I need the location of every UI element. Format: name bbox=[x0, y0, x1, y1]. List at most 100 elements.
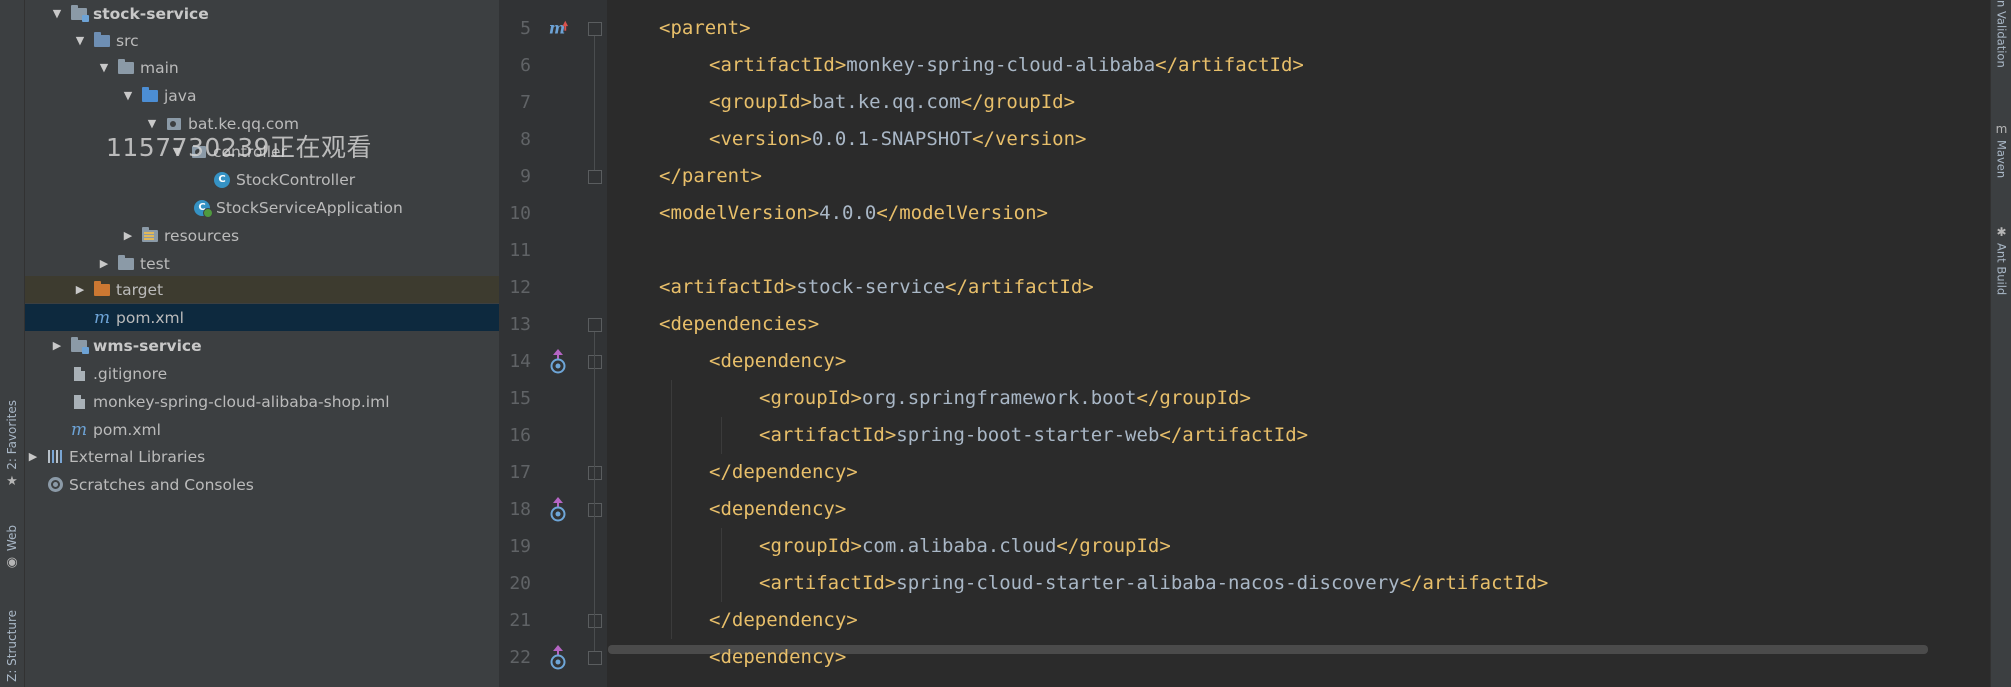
xml-tag: </groupId> bbox=[960, 91, 1076, 113]
line-number: 13 bbox=[509, 314, 531, 335]
expand-arrow-icon[interactable]: ▼ bbox=[172, 145, 182, 158]
code-line[interactable]: <groupId>org.springframework.boot</group… bbox=[759, 380, 1251, 417]
fold-marker-icon[interactable] bbox=[588, 22, 602, 36]
code-line[interactable]: <groupId>com.alibaba.cloud</groupId> bbox=[759, 528, 1171, 565]
code-line[interactable]: <dependency> bbox=[709, 639, 846, 676]
xml-value: bat.ke.qq.com bbox=[811, 91, 961, 113]
tree-item-external-libraries[interactable]: ▶ External Libraries bbox=[25, 443, 499, 470]
expand-arrow-icon[interactable]: ▼ bbox=[123, 89, 133, 102]
line-number: 8 bbox=[520, 129, 531, 150]
validation-tab[interactable]: n Validation bbox=[1991, 0, 2011, 68]
tree-item-wms-service[interactable]: ▶ wms-service bbox=[25, 332, 499, 359]
ant-build-tab[interactable]: ✱ Ant Build bbox=[1991, 225, 2011, 295]
tree-item-java[interactable]: ▼ java bbox=[25, 82, 499, 109]
xml-tag: </dependency> bbox=[709, 461, 858, 483]
tree-item-scratches[interactable]: Scratches and Consoles bbox=[25, 471, 499, 498]
xml-tag: </artifactId> bbox=[1159, 424, 1309, 446]
code-line[interactable]: <artifactId>monkey-spring-cloud-alibaba<… bbox=[709, 47, 1304, 84]
code-line[interactable]: <groupId>bat.ke.qq.com</groupId> bbox=[709, 84, 1075, 121]
collapse-arrow-icon[interactable]: ▶ bbox=[99, 257, 109, 270]
fold-marker-icon[interactable] bbox=[588, 614, 602, 628]
tree-item-package-bat[interactable]: ▼ bat.ke.qq.com bbox=[25, 110, 499, 137]
maven-icon: m bbox=[70, 419, 88, 440]
horizontal-scrollbar[interactable] bbox=[608, 645, 1928, 654]
scratches-icon bbox=[46, 477, 64, 493]
tree-item-stock-service[interactable]: ▼ stock-service bbox=[25, 0, 499, 27]
collapse-arrow-icon[interactable]: ▶ bbox=[52, 339, 62, 352]
xml-tag: <artifactId> bbox=[659, 276, 797, 298]
tree-item-gitignore[interactable]: .gitignore bbox=[25, 360, 499, 387]
code-line[interactable]: </dependency> bbox=[709, 602, 858, 639]
maven-parent-icon[interactable]: m bbox=[548, 17, 568, 39]
tree-item-pom-xml-selected[interactable]: m pom.xml bbox=[25, 304, 499, 331]
tree-item-stock-controller[interactable]: C StockController bbox=[25, 166, 499, 193]
code-line[interactable]: <dependency> bbox=[709, 491, 846, 528]
expand-arrow-icon[interactable]: ▼ bbox=[75, 34, 85, 47]
expand-arrow-icon[interactable]: ▼ bbox=[52, 7, 62, 20]
code-line[interactable]: </dependency> bbox=[709, 454, 858, 491]
right-tool-strip: n Validation m Maven ✱ Ant Build bbox=[1990, 0, 2011, 687]
xml-tag: </modelVersion> bbox=[876, 202, 1048, 224]
favorites-tab[interactable]: 2: Favorites ★ bbox=[0, 400, 24, 489]
tree-item-main[interactable]: ▼ main bbox=[25, 54, 499, 81]
code-line[interactable]: <artifactId>stock-service</artifactId> bbox=[659, 269, 1094, 306]
code-line[interactable]: <artifactId>spring-cloud-starter-alibaba… bbox=[759, 565, 1548, 602]
ant-build-tab-label: Ant Build bbox=[1994, 243, 2009, 296]
library-icon bbox=[46, 449, 64, 465]
fold-marker-icon[interactable] bbox=[588, 170, 602, 184]
expand-arrow-icon[interactable]: ▼ bbox=[147, 117, 157, 130]
dependency-overrides-icon[interactable] bbox=[548, 349, 568, 374]
tree-item-test[interactable]: ▶ test bbox=[25, 250, 499, 277]
code-line[interactable]: <modelVersion>4.0.0</modelVersion> bbox=[659, 195, 1048, 232]
tree-item-label: wms-service bbox=[93, 336, 202, 355]
tree-item-label: java bbox=[164, 86, 197, 105]
indent-guide bbox=[721, 528, 722, 602]
line-number: 7 bbox=[520, 92, 531, 113]
xml-tag: </artifactId> bbox=[1155, 54, 1304, 76]
line-number: 15 bbox=[509, 388, 531, 409]
code-line[interactable]: <version>0.0.1-SNAPSHOT</version> bbox=[709, 121, 1087, 158]
tree-item-label: pom.xml bbox=[93, 420, 161, 439]
tree-item-src[interactable]: ▼ src bbox=[25, 27, 499, 54]
structure-tab[interactable]: Z: Structure bbox=[0, 610, 24, 682]
tree-item-root-pom-xml[interactable]: m pom.xml bbox=[25, 416, 499, 443]
maven-tab[interactable]: m Maven bbox=[1991, 122, 2011, 178]
tree-item-controller[interactable]: ▼ controller bbox=[25, 138, 499, 165]
code-line[interactable]: <artifactId>spring-boot-starter-web</art… bbox=[759, 417, 1308, 454]
indent-guide bbox=[671, 380, 672, 639]
fold-marker-icon[interactable] bbox=[588, 466, 602, 480]
fold-marker-icon[interactable] bbox=[588, 318, 602, 332]
code-line[interactable]: <dependency> bbox=[709, 343, 846, 380]
tree-item-stock-service-application[interactable]: C StockServiceApplication bbox=[25, 194, 499, 221]
collapse-arrow-icon[interactable]: ▶ bbox=[123, 229, 133, 242]
xml-value: stock-service bbox=[796, 276, 945, 298]
line-number: 16 bbox=[509, 425, 531, 446]
fold-marker-icon[interactable] bbox=[588, 503, 602, 517]
dependency-overrides-icon[interactable] bbox=[548, 497, 568, 522]
xml-tag: </groupId> bbox=[1056, 535, 1171, 557]
collapse-arrow-icon[interactable]: ▶ bbox=[75, 283, 85, 296]
web-tab[interactable]: Web ◉ bbox=[0, 525, 24, 570]
code-line[interactable]: </parent> bbox=[659, 158, 762, 195]
xml-tag: <artifactId> bbox=[759, 572, 897, 594]
expand-arrow-icon[interactable]: ▼ bbox=[99, 61, 109, 74]
fold-marker-icon[interactable] bbox=[588, 651, 602, 665]
collapse-arrow-icon[interactable]: ▶ bbox=[28, 450, 38, 463]
xml-tag: <dependency> bbox=[709, 646, 847, 668]
dependency-overrides-icon[interactable] bbox=[548, 645, 568, 670]
xml-tag: </artifactId> bbox=[1399, 572, 1549, 594]
xml-tag: </artifactId> bbox=[945, 276, 1094, 298]
xml-tag: <modelVersion> bbox=[659, 202, 820, 224]
code-line[interactable]: <dependencies> bbox=[659, 306, 819, 343]
line-number: 20 bbox=[509, 573, 531, 594]
tree-item-target[interactable]: ▶ target bbox=[25, 276, 499, 303]
maven-tab-label: Maven bbox=[1994, 140, 2009, 179]
code-line[interactable]: <parent> bbox=[659, 10, 751, 47]
fold-marker-icon[interactable] bbox=[588, 355, 602, 369]
xml-value: spring-boot-starter-web bbox=[896, 424, 1160, 446]
line-number: 12 bbox=[509, 277, 531, 298]
tree-item-resources[interactable]: ▶ resources bbox=[25, 222, 499, 249]
tree-item-iml[interactable]: monkey-spring-cloud-alibaba-shop.iml bbox=[25, 388, 499, 415]
tree-item-label: Scratches and Consoles bbox=[69, 475, 254, 494]
